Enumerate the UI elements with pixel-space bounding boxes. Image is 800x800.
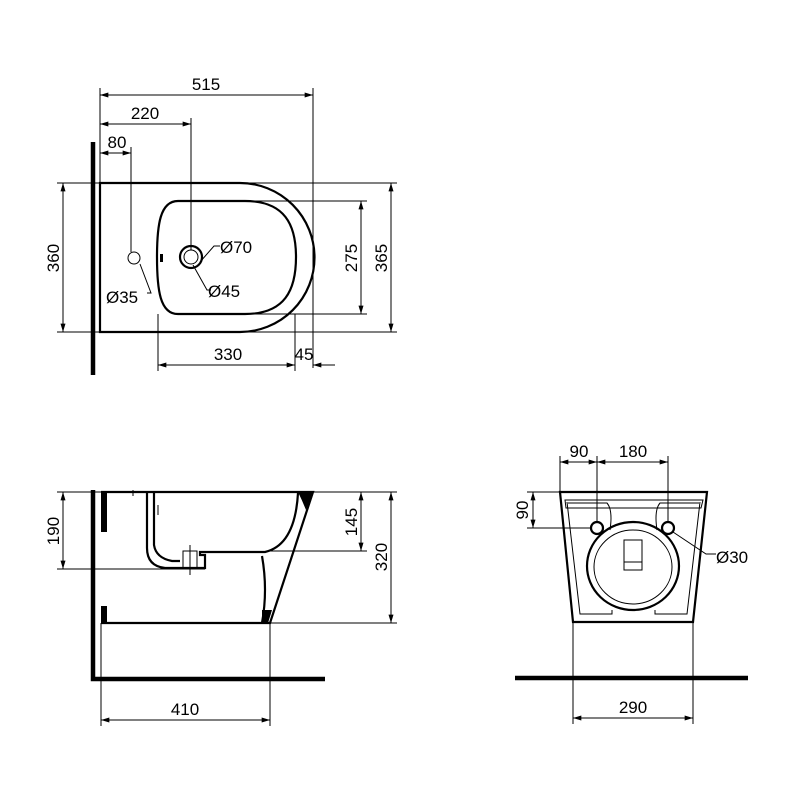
- bidet-outline: [98, 181, 316, 334]
- dim-330: 330: [214, 345, 242, 364]
- dimension-lines: [527, 456, 716, 724]
- dim-360: 360: [44, 244, 63, 272]
- dim-190: 190: [44, 517, 63, 545]
- overflow-slot: [160, 254, 163, 262]
- dim-410: 410: [171, 700, 199, 719]
- dim-275: 275: [342, 244, 361, 272]
- dim-80: 80: [108, 133, 127, 152]
- top-view: 515 220 80 360 275 365 330 45 Ø70 Ø45 Ø3…: [44, 75, 397, 375]
- bidet-side-outline: [101, 490, 315, 625]
- dim-220: 220: [131, 104, 159, 123]
- dim-365: 365: [372, 244, 391, 272]
- dia-70: Ø70: [220, 238, 252, 257]
- mount-hole-right: [660, 520, 676, 536]
- dim-180: 180: [619, 442, 647, 461]
- dia-30: Ø30: [716, 548, 748, 567]
- tap-hole: [127, 251, 141, 265]
- side-view: 190 145 320 410: [44, 490, 397, 726]
- bowl-rim: [585, 520, 681, 612]
- dim-90-vertical: 90: [513, 501, 532, 520]
- dia-35: Ø35: [106, 288, 138, 307]
- wall-and-floor: [90, 490, 325, 682]
- dia-45: Ø45: [208, 282, 240, 301]
- bidet-rear-outline: [558, 490, 709, 624]
- mount-hole-left: [589, 520, 605, 536]
- rear-view: 90 180 90 290 Ø30: [513, 442, 748, 724]
- dim-90-horizontal: 90: [570, 442, 589, 461]
- dim-290: 290: [619, 698, 647, 717]
- dimension-lines: [57, 491, 397, 726]
- dim-45: 45: [295, 345, 314, 364]
- dim-515: 515: [192, 75, 220, 94]
- dim-145: 145: [342, 508, 361, 536]
- drain-inner: [183, 249, 199, 265]
- basin-section: [145, 492, 300, 570]
- dimension-lines: [57, 88, 397, 371]
- dim-320: 320: [372, 543, 391, 571]
